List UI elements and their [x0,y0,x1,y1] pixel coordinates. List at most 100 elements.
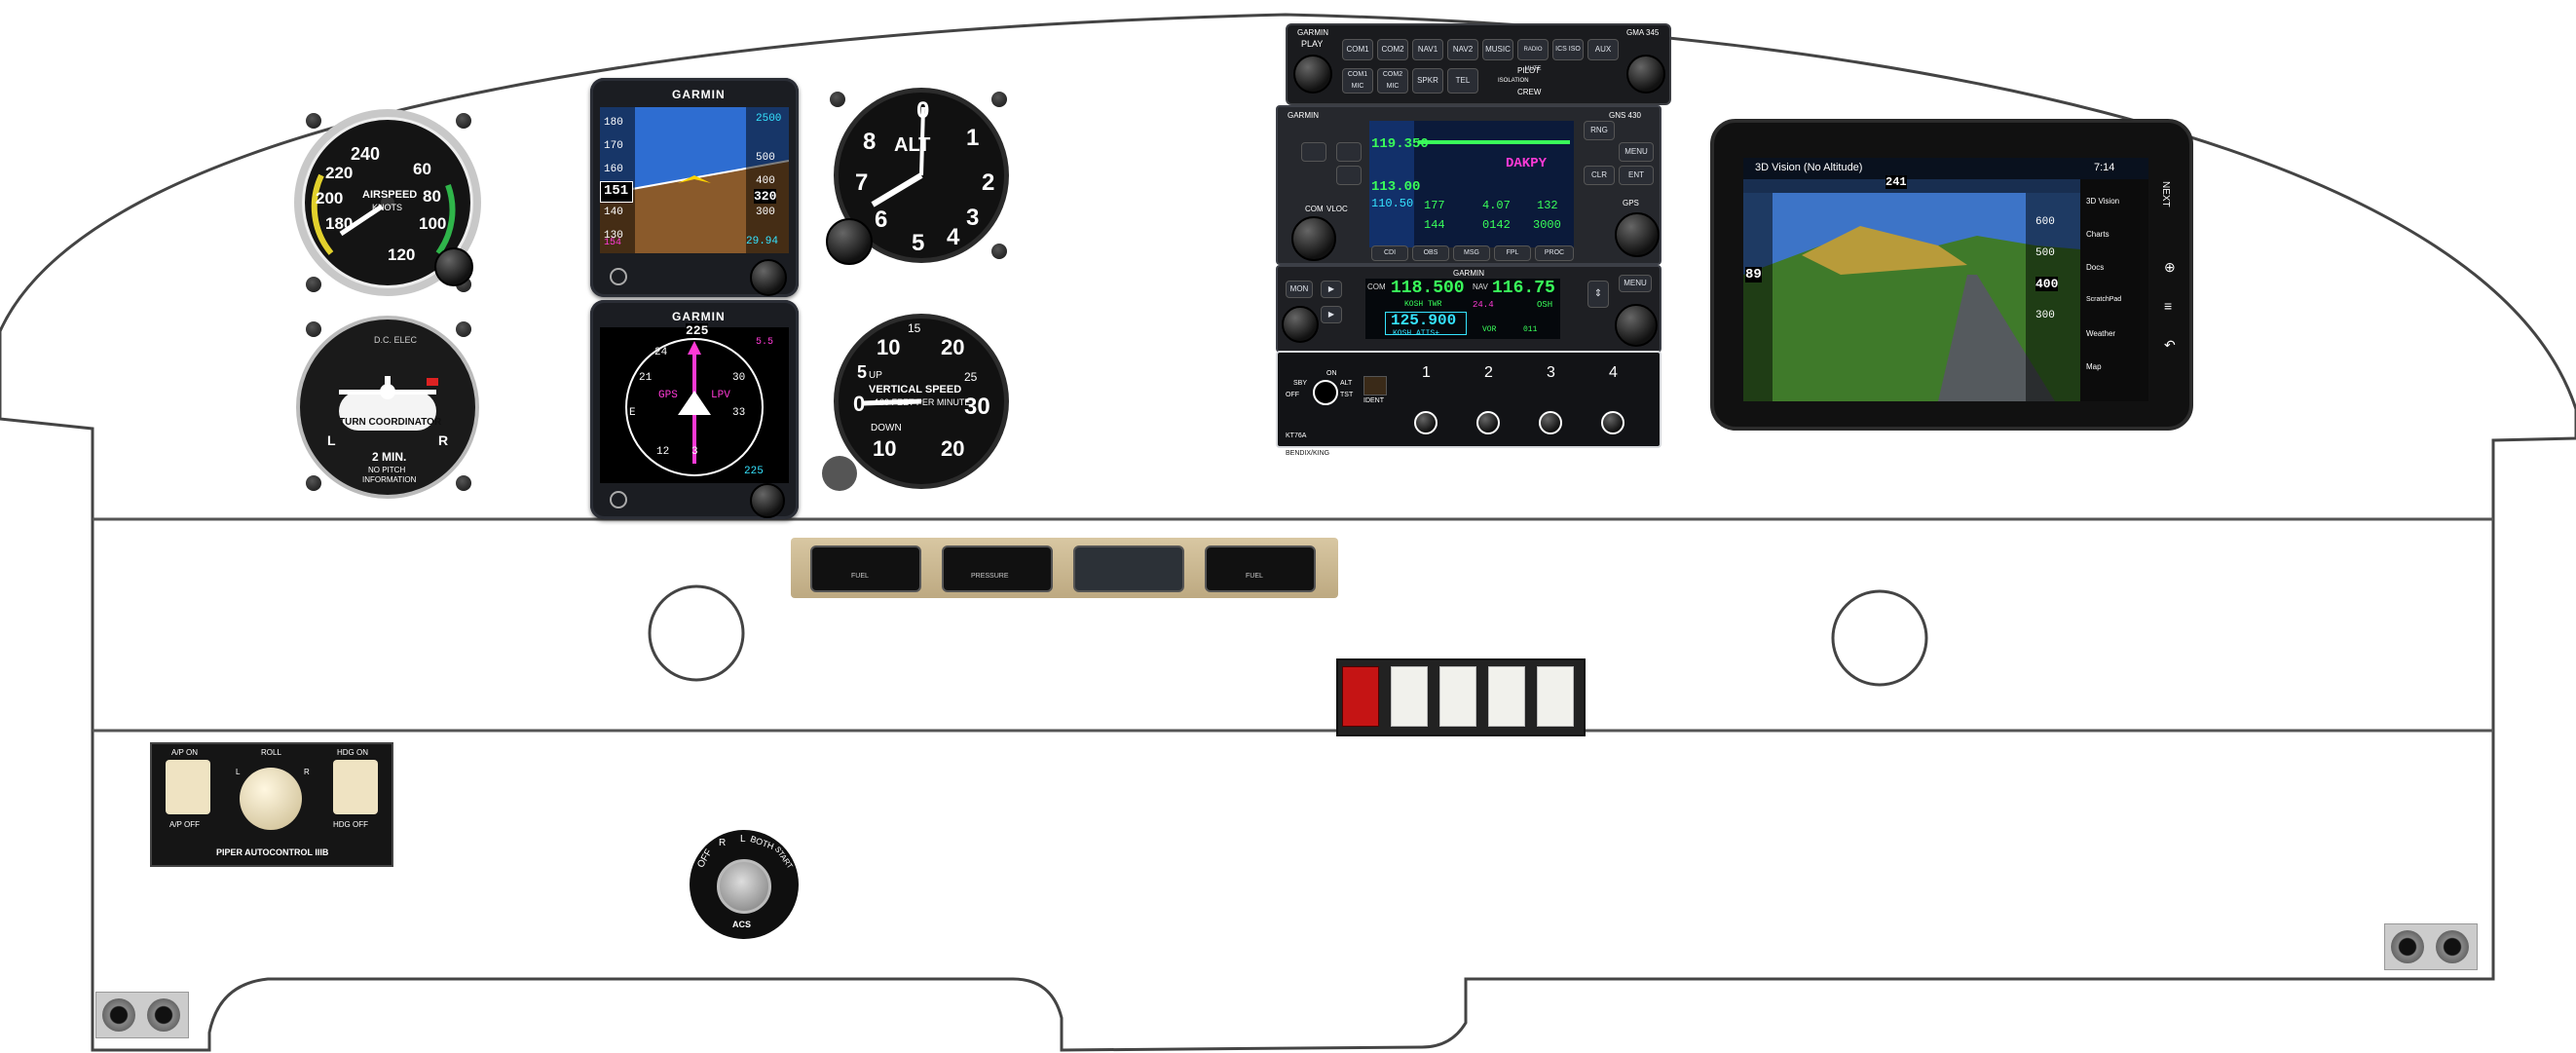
gtr-menu-button[interactable]: MENU [1619,275,1652,292]
gtr-play-button[interactable]: ▶ [1321,306,1342,323]
efb-alt-tape: 300 [2035,310,2055,321]
headset-jack[interactable] [2391,930,2424,963]
gtr-play-button[interactable]: ▶ [1321,281,1342,298]
audio-crew-knob[interactable] [1626,55,1665,94]
g5-selected-altitude: 2500 [756,113,782,125]
xpdr-mode-knob[interactable] [1313,380,1338,405]
gns-proc-button[interactable]: PROC [1535,245,1574,261]
audio-spkr-button[interactable]: SPKR [1412,68,1443,94]
engine-gauge-label: PRESSURE [971,573,1009,580]
efb-side-item[interactable]: Map [2086,362,2102,371]
headset-jack[interactable] [2436,930,2469,963]
gns-fpl-button[interactable]: FPL [1494,245,1531,261]
audio-tel-button[interactable]: TEL [1447,68,1478,94]
gns-left-button[interactable] [1336,166,1362,185]
vsi-adjust-knob[interactable] [822,456,857,491]
efb-side-item[interactable]: Docs [2086,263,2105,272]
efb-side-item[interactable]: Charts [2086,230,2109,239]
xpdr-digit-knob-1[interactable] [1414,411,1437,434]
screw [306,277,321,292]
audio-com2-mic-button[interactable]: COM2 MIC [1377,68,1408,94]
gtr-mon-button[interactable]: MON [1286,281,1313,298]
gtr-freq-knob[interactable] [1615,304,1658,347]
airspeed-tas-knob[interactable] [434,247,473,286]
screw [306,475,321,491]
xpdr-digit-knob-2[interactable] [1476,411,1500,434]
audio-nav1-button[interactable]: NAV1 [1412,39,1443,60]
roll-knob[interactable] [240,768,302,830]
audio-com1-mic-button[interactable]: COM1 MIC [1342,68,1373,94]
rocker-switch[interactable] [1391,666,1428,727]
gns-left-button[interactable] [1336,142,1362,162]
headset-jack[interactable] [102,998,135,1032]
airspeed-tick: 240 [351,144,381,164]
alt-baro-knob[interactable] [826,218,873,265]
vsi-needle [862,398,922,406]
gns-obs-button[interactable]: OBS [1412,245,1449,261]
vsi-up: UP [869,370,882,381]
master-switch[interactable] [1342,666,1379,727]
tc-info: INFORMATION [362,475,417,484]
efb-menu-icon[interactable]: ≡ [2164,298,2173,314]
g5-brand: GARMIN [672,88,726,101]
ignition-key-slot[interactable] [717,859,771,914]
gns-field: 3000 [1533,218,1561,232]
xpdr-ident-label: IDENT [1363,397,1384,404]
g5-power-button[interactable] [610,268,627,285]
g5-knob[interactable] [750,259,787,296]
audio-nav2-button[interactable]: NAV2 [1447,39,1478,60]
rocker-switch[interactable] [1488,666,1525,727]
yoke-hole-left [648,584,745,682]
airspeed-tick: 80 [423,187,441,206]
audio-ics-iso-button[interactable]: ICS ISO [1552,39,1584,60]
efb-side-item[interactable]: ScratchPad [2086,296,2122,303]
g5-brand: GARMIN [672,310,726,323]
audio-volume-knob[interactable] [1293,55,1332,94]
audio-play: PLAY [1301,39,1324,49]
gns-rng-button[interactable]: RNG [1584,121,1615,140]
gns-left-button[interactable] [1301,142,1326,162]
xpdr-digit-knob-4[interactable] [1601,411,1624,434]
xpdr-model: KT76A [1286,432,1307,439]
hdg-toggle[interactable] [333,760,378,814]
screw [991,92,1007,107]
audio-music-button[interactable]: MUSIC [1482,39,1513,60]
audio-radio-mute-button[interactable]: RADIO MUTE [1517,39,1549,72]
gtr-vol-knob[interactable] [1282,306,1319,343]
gns-crsr-knob[interactable] [1615,212,1660,257]
engine-gauge-oil [1073,545,1184,592]
audio-com1-button[interactable]: COM1 [1342,39,1373,60]
efb-side-item[interactable]: Weather [2086,329,2116,338]
screw [306,113,321,129]
ign-r: R [719,838,727,848]
rocker-switch[interactable] [1537,666,1574,727]
alt-number: 6 [875,207,888,233]
rocker-switch[interactable] [1439,666,1476,727]
gns-cv-knob[interactable] [1291,216,1336,261]
gns-clr-button[interactable]: CLR [1584,166,1615,185]
audio-com2-button[interactable]: COM2 [1377,39,1408,60]
vsi-units: 100 FEET PER MINUTE [875,397,971,407]
audio-aux-button[interactable]: AUX [1587,39,1619,60]
headset-jack[interactable] [147,998,180,1032]
gtr-screen: COM 118.500 KOSH TWR NAV 116.75 24.4 OSH… [1365,279,1560,339]
gtr-swap-button[interactable]: ⇕ [1587,281,1609,308]
efb-back-icon[interactable]: ↶ [2164,337,2176,353]
vsi-number: 15 [908,321,921,335]
efb-home-icon[interactable]: ⊕ [2164,259,2176,275]
engine-gauge-fuel-pressure: PRESSURE [942,545,1053,592]
xpdr-digit-knob-3[interactable] [1539,411,1562,434]
alt-number: 4 [947,224,960,250]
g5-power-button[interactable] [610,491,627,508]
roll-label: ROLL [261,748,281,757]
ignition-switch: OFF R L BOTH START ACS [690,830,799,939]
gns-msg-button[interactable]: MSG [1453,245,1490,261]
vsi-number: 20 [941,436,965,461]
g5-knob[interactable] [750,483,785,518]
ap-toggle[interactable] [166,760,210,814]
gns-gps-label: GPS [1623,199,1639,207]
efb-side-item[interactable]: 3D Vision [2086,197,2120,206]
gns-ent-button[interactable]: ENT [1619,166,1654,185]
gns-cdi-button[interactable]: CDI [1371,245,1408,261]
gns-menu-button[interactable]: MENU [1619,142,1654,162]
